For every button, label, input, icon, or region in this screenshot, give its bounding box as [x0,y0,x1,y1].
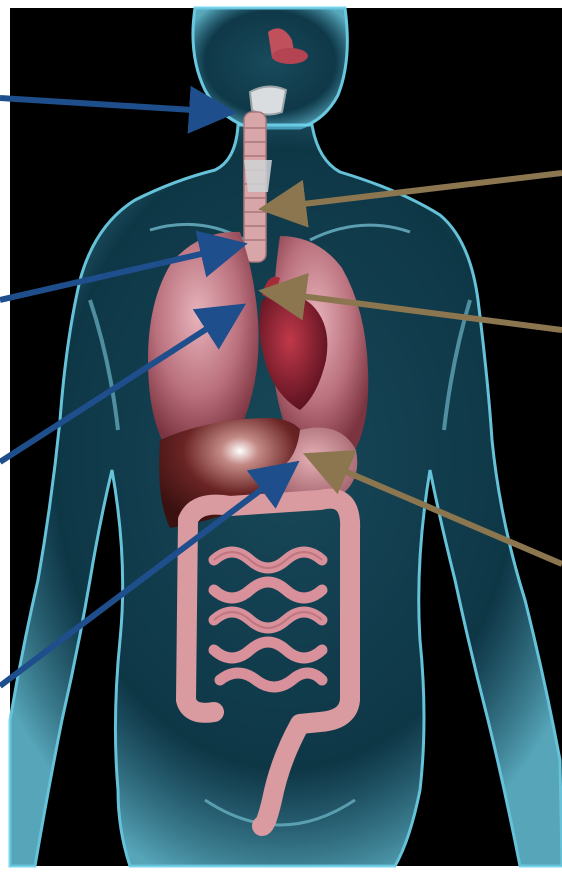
tongue [272,48,308,64]
larynx [250,86,286,114]
